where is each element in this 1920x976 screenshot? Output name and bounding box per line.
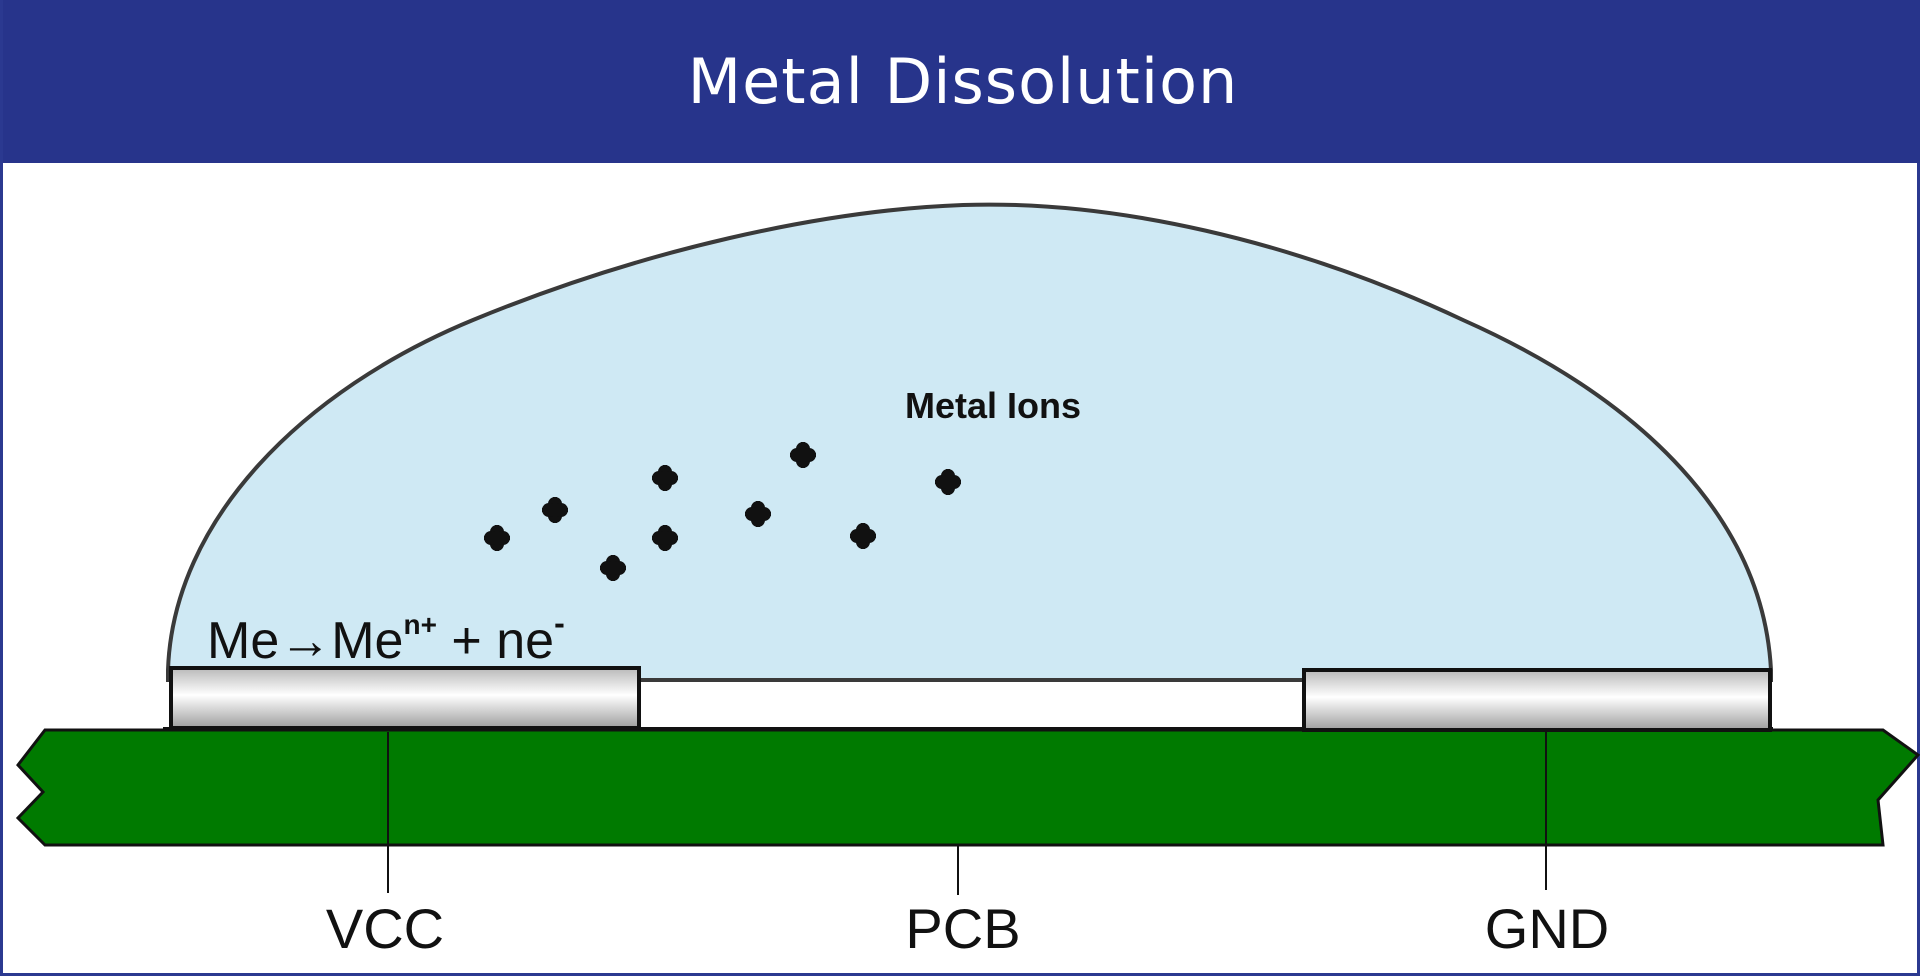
vcc-electrode xyxy=(169,666,641,730)
gnd-label: GND xyxy=(1485,897,1609,960)
metal-dissolution-diagram: Metal Ions Me→Men+ + ne- VCC PCB GND xyxy=(15,202,1920,960)
metal-ions-label: Metal Ions xyxy=(905,385,1081,426)
reaction-equation: Me→Men+ + ne- xyxy=(207,605,565,670)
gnd-electrode xyxy=(1302,668,1772,732)
pcb-board xyxy=(15,728,1920,847)
pcb-label: PCB xyxy=(905,897,1020,960)
reaction-base: Me→Me xyxy=(207,612,403,670)
reaction-middle: + ne xyxy=(437,612,554,670)
water-droplet xyxy=(166,202,1773,682)
reaction-sup-n-plus: n+ xyxy=(403,609,436,640)
diagram-title: Metal Dissolution xyxy=(687,45,1239,118)
vcc-label: VCC xyxy=(326,897,444,960)
reaction-sup-minus: - xyxy=(554,605,565,641)
title-bar: Metal Dissolution xyxy=(3,0,1920,163)
